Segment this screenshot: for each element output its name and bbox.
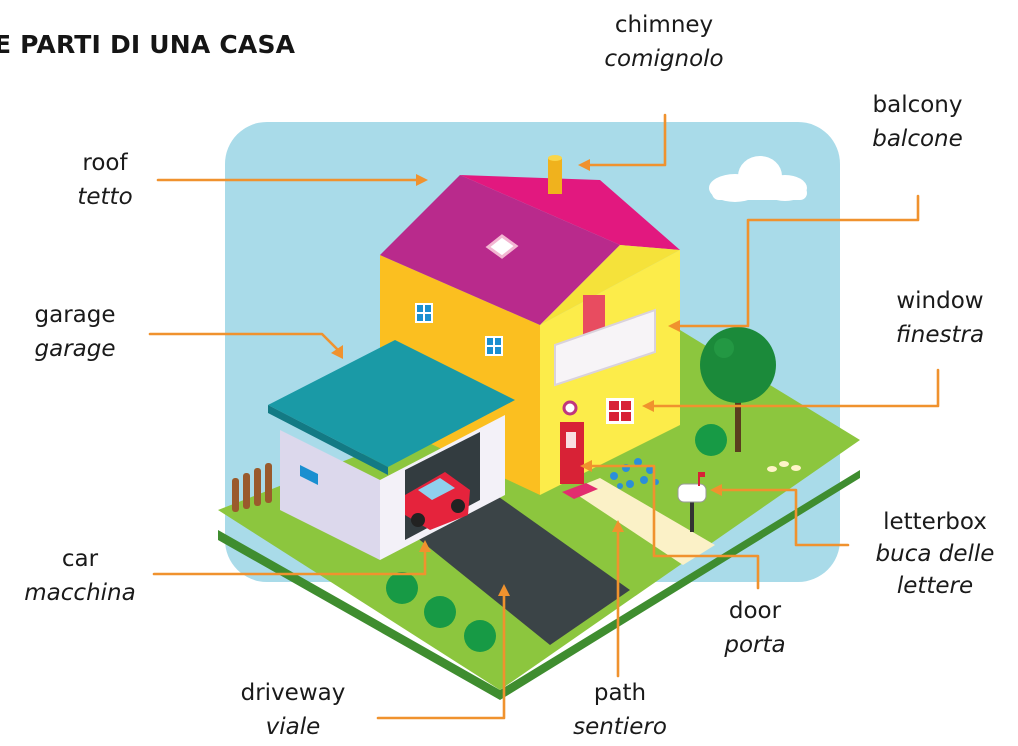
label-letterbox: letterbox buca delle lettere (852, 506, 1018, 602)
label-roof: roof tetto (40, 146, 170, 214)
bushes (386, 424, 727, 652)
label-en: window (896, 288, 984, 314)
letterbox-post (690, 498, 694, 532)
label-chimney: chimney comignolo (574, 8, 754, 76)
label-en: letterbox (883, 509, 987, 535)
leader-driveway (376, 594, 506, 720)
label-en: car (61, 546, 99, 572)
arrowhead-chimney (578, 159, 590, 171)
front-door (560, 422, 584, 484)
label-en: door (728, 598, 782, 624)
label-it: macchina (24, 580, 136, 606)
garage-window (300, 465, 318, 485)
skylight (485, 234, 519, 259)
leader-letterbox (718, 488, 850, 547)
arrowhead-balcony (668, 320, 680, 332)
label-it: finestra (895, 322, 985, 348)
leader-car (152, 548, 427, 576)
label-it: balcone (872, 126, 963, 152)
arrowhead-door (580, 460, 592, 472)
arrowhead-window (642, 400, 654, 412)
leader-garage (148, 332, 340, 352)
upper-window (415, 303, 433, 323)
label-en: driveway (240, 680, 346, 706)
letterbox-box (677, 483, 707, 503)
page-title: E PARTI DI UNA CASA (0, 30, 296, 59)
garden-path (570, 478, 715, 565)
round-window (562, 400, 578, 416)
label-en: garage (34, 302, 116, 328)
leader-window (650, 368, 940, 408)
label-garage: garage garage (0, 298, 150, 366)
leader-door (588, 464, 760, 590)
label-driveway: driveway viale (218, 676, 368, 744)
doormat (562, 483, 598, 499)
label-door: door porta (690, 594, 820, 662)
arrowhead-car (419, 540, 431, 552)
lawn (218, 330, 860, 690)
label-it: tetto (77, 184, 133, 210)
leader-chimney (586, 113, 667, 167)
label-balcony: balcony balcone (830, 88, 1005, 156)
cloud-icon (709, 156, 807, 202)
arrowhead-roof (416, 174, 428, 186)
leader-balcony (676, 194, 920, 328)
fence (232, 463, 272, 512)
label-it: porta (724, 632, 786, 658)
arrowhead-letterbox (710, 484, 722, 496)
label-it: garage (34, 336, 116, 362)
chimney-shape (548, 158, 562, 194)
arrowhead-garage (331, 345, 343, 359)
house-gable (540, 245, 680, 325)
label-path: path sentiero (550, 676, 690, 744)
garage-side-wall (280, 430, 380, 560)
label-it: comignolo (604, 46, 724, 72)
balcony-railing (554, 308, 656, 387)
garage-roof (268, 340, 515, 467)
label-window: window finestra (860, 284, 1018, 352)
label-it: sentiero (573, 714, 667, 740)
label-en: roof (82, 150, 128, 176)
label-it: buca delle lettere (875, 541, 995, 599)
label-en: path (593, 680, 647, 706)
label-en: chimney (614, 12, 714, 38)
front-window (606, 398, 634, 424)
label-car: car macchina (0, 542, 160, 610)
tree-crown (700, 327, 776, 403)
label-it: viale (265, 714, 321, 740)
flowers (610, 458, 659, 489)
house-roof-right (460, 175, 680, 250)
tree-trunk (735, 390, 741, 452)
label-en: balcony (872, 92, 963, 118)
arrowhead-path (612, 520, 624, 532)
arrowhead-driveway (498, 584, 510, 596)
car-shape (405, 472, 470, 530)
